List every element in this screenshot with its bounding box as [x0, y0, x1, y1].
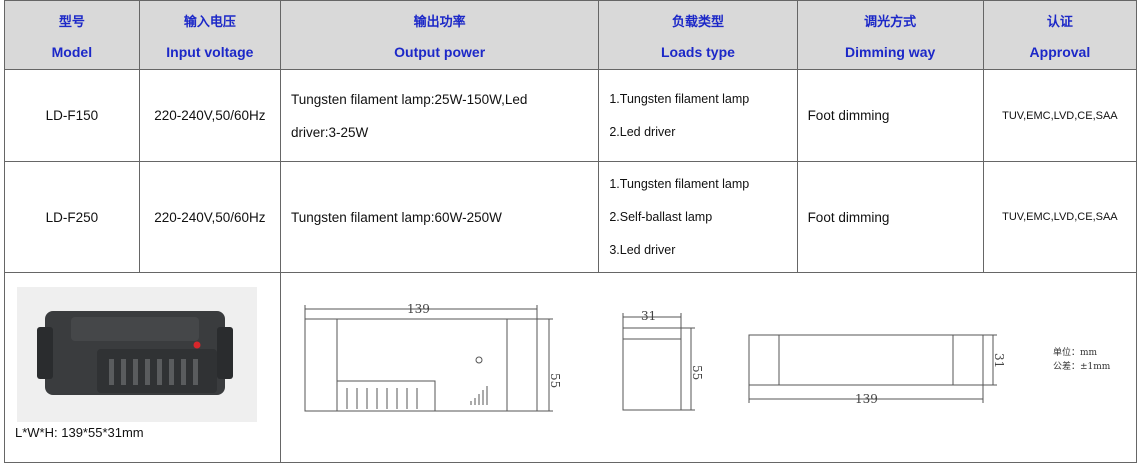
dimensions-label: L*W*H: 139*55*31mm	[15, 425, 144, 440]
unit-note: 单位：mm	[1053, 346, 1098, 358]
product-photo-cell: L*W*H: 139*55*31mm	[4, 272, 281, 463]
tolerance-note: 公差：±1mm	[1053, 360, 1111, 372]
dimension-side-width: 31	[641, 309, 656, 323]
approval-cell: TUV,EMC,LVD,CE,SAA	[982, 69, 1138, 162]
approval-cell: TUV,EMC,LVD,CE,SAA	[982, 161, 1138, 273]
model-cell: LD-F150	[4, 69, 140, 162]
product-photo	[17, 287, 257, 422]
output-line: driver:3-25W	[290, 124, 369, 140]
output-cell: Tungsten filament lamp:60W-250W	[279, 161, 600, 273]
dimension-height-b: 55	[690, 365, 704, 380]
product-row: L*W*H: 139*55*31mm 139 55	[4, 272, 1138, 463]
dimension-height-c: 31	[992, 353, 1006, 368]
loads-cell: 1.Tungsten filament lamp 2.Led driver	[598, 69, 798, 162]
load-item: 2.Self-ballast lamp	[609, 209, 713, 224]
loads-cell: 1.Tungsten filament lamp 2.Self-ballast …	[598, 161, 798, 273]
dimmer-image	[37, 311, 233, 395]
input-cell: 220-240V,50/60Hz	[138, 69, 281, 162]
dimension-bottom-length: 139	[855, 392, 878, 406]
dimension-top-length: 139	[407, 302, 430, 316]
input-cell: 220-240V,50/60Hz	[138, 161, 281, 273]
output-line: Tungsten filament lamp:60W-250W	[290, 209, 502, 225]
table-row: LD-F250 220-240V,50/60Hz Tungsten filame…	[4, 161, 1138, 273]
load-item: 2.Led driver	[609, 124, 676, 139]
indicator-led-icon	[193, 341, 201, 349]
output-cell: Tungsten filament lamp:25W-150W,Led driv…	[279, 69, 600, 162]
output-line: Tungsten filament lamp:25W-150W,Led	[290, 91, 528, 107]
technical-drawing-cell: 139 55 31 55 139 31	[279, 272, 1138, 463]
load-item: 3.Led driver	[609, 242, 676, 257]
model-cell: LD-F250	[4, 161, 140, 273]
load-item: 1.Tungsten filament lamp	[609, 176, 750, 191]
dimming-cell: Foot dimming	[796, 161, 984, 273]
dimension-height-a: 55	[548, 373, 562, 388]
table-row: LD-F150 220-240V,50/60Hz Tungsten filame…	[4, 69, 1138, 162]
load-item: 1.Tungsten filament lamp	[609, 91, 750, 106]
technical-drawing: 139 55 31 55 139 31	[304, 302, 1111, 412]
dimming-cell: Foot dimming	[796, 69, 984, 162]
